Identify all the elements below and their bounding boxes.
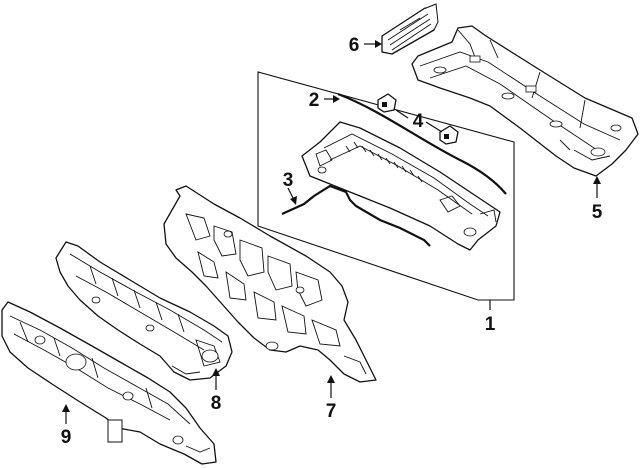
callout-5: 5	[592, 202, 603, 223]
callout-3: 3	[283, 170, 294, 191]
callout-6: 6	[349, 35, 360, 56]
arrow-part-2	[333, 95, 340, 103]
arrow-part-3	[290, 196, 297, 205]
part-4-nozzle-b	[439, 125, 459, 145]
arrow-part-9	[62, 404, 70, 412]
leader-part-4	[395, 109, 443, 133]
part-8-upper-dash	[55, 241, 233, 381]
callout-2: 2	[309, 90, 320, 111]
callout-4: 4	[413, 111, 424, 132]
callout-7: 7	[326, 401, 337, 422]
arrow-part-6	[375, 40, 382, 48]
callout-1: 1	[485, 314, 496, 335]
group-box-part-1	[257, 71, 515, 301]
part-2-seal	[337, 92, 507, 195]
arrow-part-7	[327, 375, 335, 383]
part-7-insulator	[163, 185, 377, 383]
part-9-dash-panel	[1, 301, 217, 465]
callout-9: 9	[61, 427, 72, 448]
part-6-seal	[381, 3, 439, 55]
arrow-part-5	[593, 176, 601, 184]
part-3-hose	[281, 184, 431, 247]
part-5-upper-cowl	[411, 25, 639, 177]
arrow-part-8	[212, 368, 220, 376]
part-4-nozzle-a	[377, 93, 397, 113]
callout-8: 8	[211, 393, 222, 414]
part-1-cowl-top	[301, 121, 501, 251]
